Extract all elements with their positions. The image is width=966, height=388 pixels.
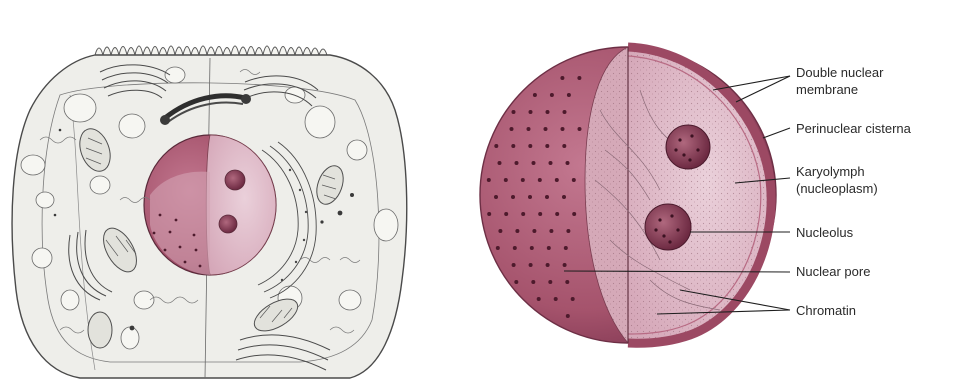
nuclear-pore-dot xyxy=(530,246,534,250)
label-nucleolus: Nucleolus xyxy=(796,224,853,241)
label-nuclear-pore-text: Nuclear pore xyxy=(796,263,870,280)
nuclear-pore-dot xyxy=(550,93,554,97)
nuclear-pore-dot xyxy=(537,297,541,301)
nuclear-pore-dot xyxy=(521,178,525,182)
nuclear-pore-dot xyxy=(531,280,535,284)
nucleolus-upper xyxy=(666,125,710,169)
nuclear-pore-dot xyxy=(532,229,536,233)
nucleolus-lower xyxy=(645,204,691,250)
label-chromatin-text: Chromatin xyxy=(796,302,856,319)
nuclear-pore-dot xyxy=(572,178,576,182)
label-karyolymph-line1: Karyolymph xyxy=(796,163,878,180)
cell-nucleus xyxy=(144,135,276,275)
label-karyolymph-line2: (nucleoplasm) xyxy=(796,180,878,197)
nuclear-pore-dot xyxy=(562,144,566,148)
nuclear-pore-dot xyxy=(533,93,537,97)
nuclear-pore-dot xyxy=(548,280,552,284)
nuclear-pore-dot xyxy=(563,110,567,114)
label-double-nuclear-membrane: Double nuclear membrane xyxy=(796,64,883,98)
nuclear-pore-dot xyxy=(487,212,491,216)
nuclear-pore-dot xyxy=(529,263,533,267)
nuclear-pore-dot xyxy=(512,110,516,114)
label-perinuclear-cisterna-text: Perinuclear cisterna xyxy=(796,120,911,137)
nuclear-pore-dot xyxy=(511,195,515,199)
nuclear-pore-dot xyxy=(487,178,491,182)
nuclear-pore-dot xyxy=(549,161,553,165)
nuclear-pore-dot xyxy=(560,76,564,80)
nuclear-pore-dot xyxy=(529,110,533,114)
label-nuclear-pore: Nuclear pore xyxy=(796,263,870,280)
nuclear-pore-dot xyxy=(494,195,498,199)
label-double-nuclear-membrane-line1: Double nuclear xyxy=(796,64,883,81)
nuclear-pore-dot xyxy=(504,178,508,182)
nuclear-pore-dot xyxy=(545,195,549,199)
nuclear-pore-dot xyxy=(515,161,519,165)
label-perinuclear-cisterna: Perinuclear cisterna xyxy=(796,120,911,137)
nuclear-pore-dot xyxy=(532,161,536,165)
nuclear-pore-dot xyxy=(547,246,551,250)
nuclear-pore-dot xyxy=(538,212,542,216)
nuclear-pore-dot xyxy=(528,195,532,199)
nuclear-pore-dot xyxy=(496,246,500,250)
nuclear-pore-dot xyxy=(514,280,518,284)
nuclear-pore-dot xyxy=(563,263,567,267)
nuclear-pore-dot xyxy=(577,76,581,80)
nuclear-pore-dot xyxy=(566,161,570,165)
nuclear-pore-dot xyxy=(564,246,568,250)
nuclear-pore-dot xyxy=(545,144,549,148)
nuclear-pore-dot xyxy=(528,144,532,148)
nuclear-pore-dot xyxy=(512,263,516,267)
nuclear-pore-dot xyxy=(544,127,548,131)
nuclear-pore-dot xyxy=(572,212,576,216)
nuclear-pore-dot xyxy=(511,144,515,148)
nuclear-pore-dot xyxy=(546,110,550,114)
nuclear-pore-dot xyxy=(498,229,502,233)
nuclear-pore-dot xyxy=(562,195,566,199)
nuclear-pore-dot xyxy=(546,263,550,267)
nuclear-pore-dot xyxy=(571,297,575,301)
nuclear-pore-dot xyxy=(566,229,570,233)
label-karyolymph: Karyolymph (nucleoplasm) xyxy=(796,163,878,197)
nuclear-pore-dot xyxy=(510,127,514,131)
nuclear-pore-dot xyxy=(521,212,525,216)
cell-illustration xyxy=(12,46,407,378)
nuclear-pore-dot xyxy=(549,229,553,233)
nuclear-pore-dot xyxy=(504,212,508,216)
nuclear-pore-dot xyxy=(494,144,498,148)
nuclear-pore-dot xyxy=(527,127,531,131)
nuclear-pore-dot xyxy=(555,212,559,216)
nucleus-cutaway xyxy=(480,47,776,343)
nuclear-pore-dot xyxy=(498,161,502,165)
nuclear-pore-dot xyxy=(561,127,565,131)
label-double-nuclear-membrane-line2: membrane xyxy=(796,81,883,98)
nuclear-pore-dot xyxy=(566,314,570,318)
nuclear-pore-dot xyxy=(555,178,559,182)
nuclear-pore-dot xyxy=(565,280,569,284)
nuclear-pore-dot xyxy=(515,229,519,233)
nuclear-pore-dot xyxy=(578,127,582,131)
nuclear-pore-dot xyxy=(538,178,542,182)
nuclear-pore-dot xyxy=(554,297,558,301)
label-chromatin: Chromatin xyxy=(796,302,856,319)
nuclear-pore-dot xyxy=(513,246,517,250)
microvilli xyxy=(95,46,327,55)
nuclear-pore-dot xyxy=(567,93,571,97)
label-nucleolus-text: Nucleolus xyxy=(796,224,853,241)
